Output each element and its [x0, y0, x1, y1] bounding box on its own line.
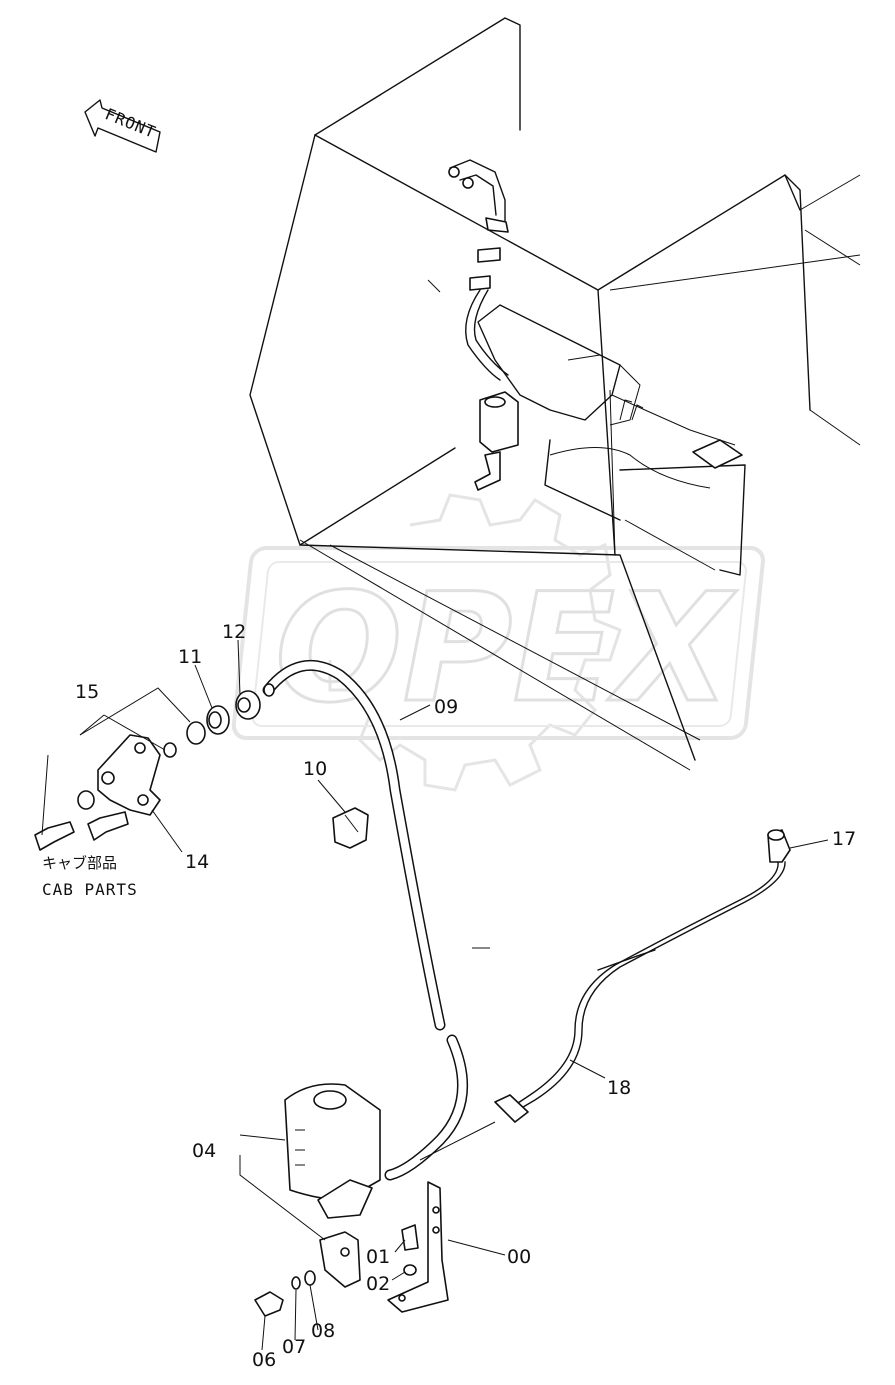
washer-part: [163, 742, 177, 758]
callout-09: 09: [434, 696, 458, 718]
grommet-parts: [34, 690, 261, 851]
callout-06: 06: [252, 1349, 276, 1371]
callout-08: 08: [311, 1320, 335, 1342]
front-label: FRONT: [102, 104, 158, 142]
cab-parts-note: キャブ部品 CAB PARTS: [42, 854, 138, 899]
callout-17: 17: [832, 828, 856, 850]
lower-fasteners: [254, 1270, 316, 1317]
watermark-text: OPEX: [275, 562, 737, 736]
callout-04: 04: [192, 1140, 216, 1162]
washer-lower: [77, 790, 95, 810]
bolt-right: [87, 811, 129, 841]
hose-09: [262, 659, 468, 1181]
callout-labels: 17 12 11 15 09 10 14 18 04 00 01 02 08 0…: [75, 621, 856, 1371]
clip-10: [332, 807, 369, 849]
cab-parts-en: CAB PARTS: [42, 880, 138, 899]
callout-14: 14: [185, 851, 209, 873]
nut-part: [186, 721, 206, 745]
callout-11: 11: [178, 646, 202, 668]
watermark-frame: [231, 546, 766, 740]
front-arrow: FRONT: [84, 99, 161, 153]
washer-tank: [284, 1083, 381, 1219]
wire-harness: [419, 829, 791, 1161]
callout-02: 02: [366, 1273, 390, 1295]
callout-18: 18: [607, 1077, 631, 1099]
cab-parts-jp: キャブ部品: [42, 854, 117, 872]
leader-lines: [41, 639, 829, 1351]
bracket-00: [319, 1181, 449, 1313]
callout-12: 12: [222, 621, 246, 643]
callout-00: 00: [507, 1246, 531, 1268]
callout-15: 15: [75, 681, 99, 703]
watermark-logo: OPEX: [231, 493, 766, 792]
callout-01: 01: [366, 1246, 390, 1268]
watermark-gear: [328, 493, 622, 792]
cab-outline: [249, 17, 861, 771]
callout-07: 07: [282, 1336, 306, 1358]
callout-10: 10: [303, 758, 327, 780]
upper-nozzle-assembly: [448, 159, 519, 491]
bolt-left: [34, 821, 75, 851]
